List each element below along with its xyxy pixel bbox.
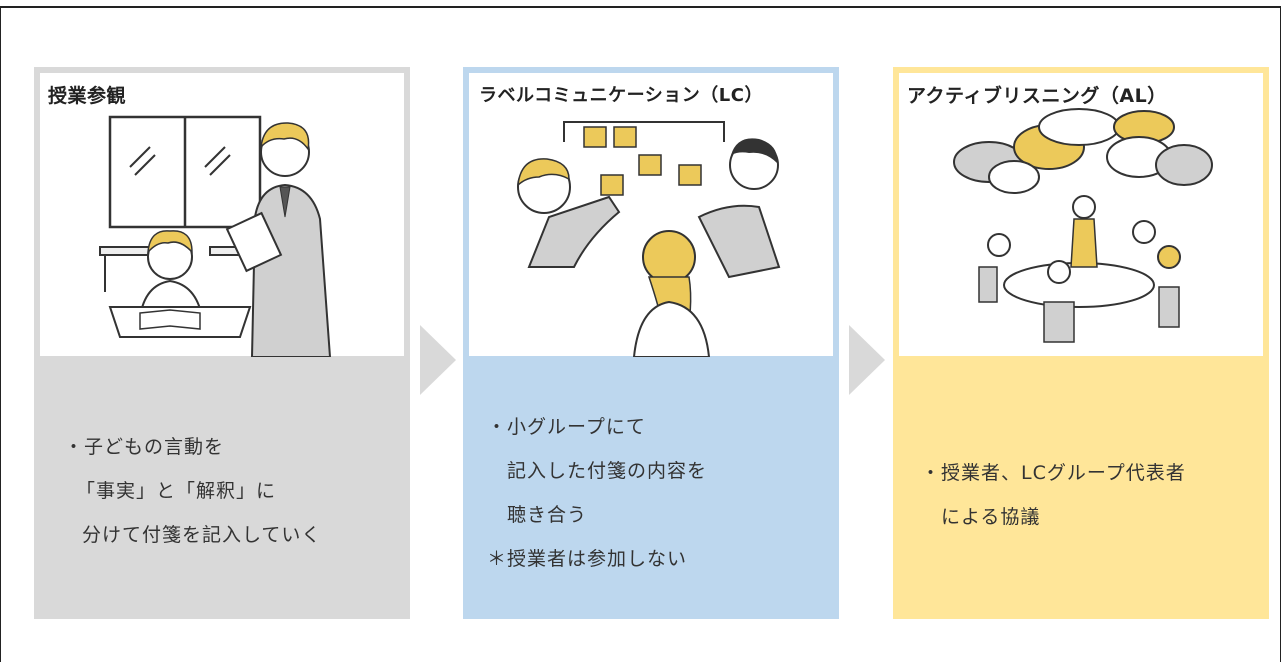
description-line: ・子どもの言動を (64, 436, 225, 458)
group-discussion-illustration-icon (953, 108, 1213, 343)
description-line: 聴き合う (507, 504, 588, 526)
teacher-child-illustration-icon (99, 115, 332, 357)
panel-label-communication-description: ・小グループにて 記入した付箋の内容を 聴き合う ＊授業者は参加しない (487, 405, 707, 581)
description-line: ＊授業者は参加しない (487, 548, 688, 570)
panel-observation-description: ・子どもの言動を 「事実」と「解釈」に 分けて付箋を記入していく (64, 425, 321, 557)
description-line: 「事実」と「解釈」に (76, 480, 277, 502)
description-line: 分けて付箋を記入していく (82, 524, 322, 546)
panel-label-communication-title: ラベルコミュニケーション（LC） (479, 85, 763, 106)
panel-observation-title: 授業参観 (48, 85, 127, 107)
right-arrow-icon (420, 325, 456, 395)
description-line: による協議 (941, 506, 1041, 528)
description-line: 記入した付箋の内容を (507, 460, 708, 482)
sticky-note-meeting-illustration-icon (517, 121, 781, 357)
diagram-frame (0, 6, 1281, 662)
panel-observation: 授業参観 ・子どもの言動 (34, 67, 410, 619)
panel-active-listening-title: アクティブリスニング（AL） (907, 85, 1167, 107)
panel-label-communication-image-area: ラベルコミュニケーション（LC） (469, 73, 833, 357)
panel-label-communication: ラベルコミュニケーション（LC） ・小グループにて 記入した付箋の内容を (463, 67, 839, 619)
panel-observation-image-area: 授業参観 (40, 73, 404, 357)
panel-active-listening-description: ・授業者、LCグループ代表者 による協議 (921, 451, 1186, 539)
right-arrow-icon (849, 325, 885, 395)
panel-active-listening: アクティブリスニング（AL） ・授業者、LCグループ代表者 (893, 67, 1269, 619)
description-line: ・小グループにて (487, 416, 646, 438)
description-line: ・授業者、LCグループ代表者 (921, 462, 1186, 484)
panel-active-listening-image-area: アクティブリスニング（AL） (899, 73, 1263, 356)
